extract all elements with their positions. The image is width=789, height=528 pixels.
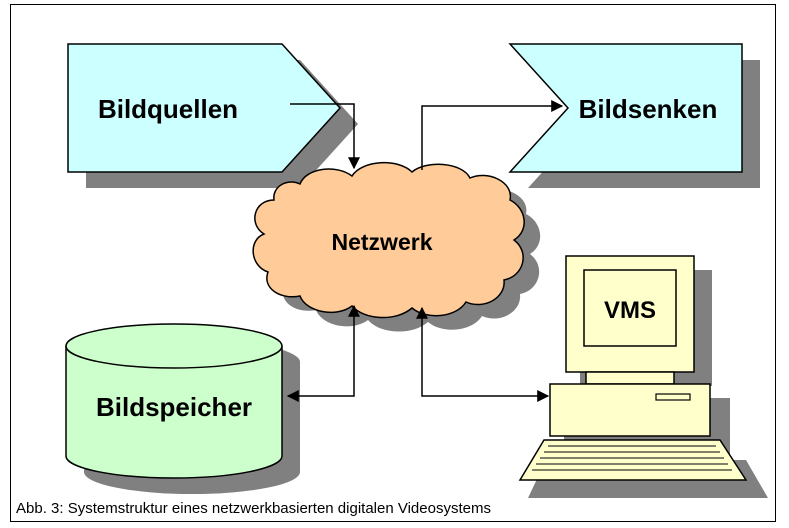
image-storage-node: Bildspeicher xyxy=(65,323,300,494)
image-sinks-node: Bildsenken xyxy=(508,43,760,188)
vms-label: VMS xyxy=(604,297,656,324)
image-storage-top xyxy=(65,323,283,369)
network-label: Netzwerk xyxy=(332,229,433,255)
vms-keyboard-keys xyxy=(532,445,732,471)
figure-caption: Abb. 3: Systemstruktur eines netzwerkbas… xyxy=(16,500,491,517)
image-sinks-shape xyxy=(508,43,743,173)
vms-drive-slot xyxy=(655,393,691,401)
image-storage-label: Bildspeicher xyxy=(96,392,252,422)
vms-screen xyxy=(583,269,677,347)
vms-computer-node: VMS xyxy=(518,255,768,498)
image-storage-body xyxy=(65,346,283,479)
connectors xyxy=(286,100,564,402)
arrow-sources-to-network xyxy=(290,103,360,170)
image-sources-label: Bildquellen xyxy=(98,94,238,124)
vms-monitor-stand xyxy=(585,371,675,385)
network-node: Netzwerk xyxy=(252,161,541,332)
image-sources-node: Bildquellen xyxy=(67,43,358,188)
figure-frame xyxy=(10,4,776,522)
arrow-network-vms xyxy=(416,306,550,402)
image-sinks-label: Bildsenken xyxy=(579,94,718,124)
image-sources-shape xyxy=(67,43,342,173)
arrow-network-to-sinks xyxy=(421,100,564,170)
vms-base-unit xyxy=(549,383,711,437)
arrow-network-storage xyxy=(286,304,360,402)
